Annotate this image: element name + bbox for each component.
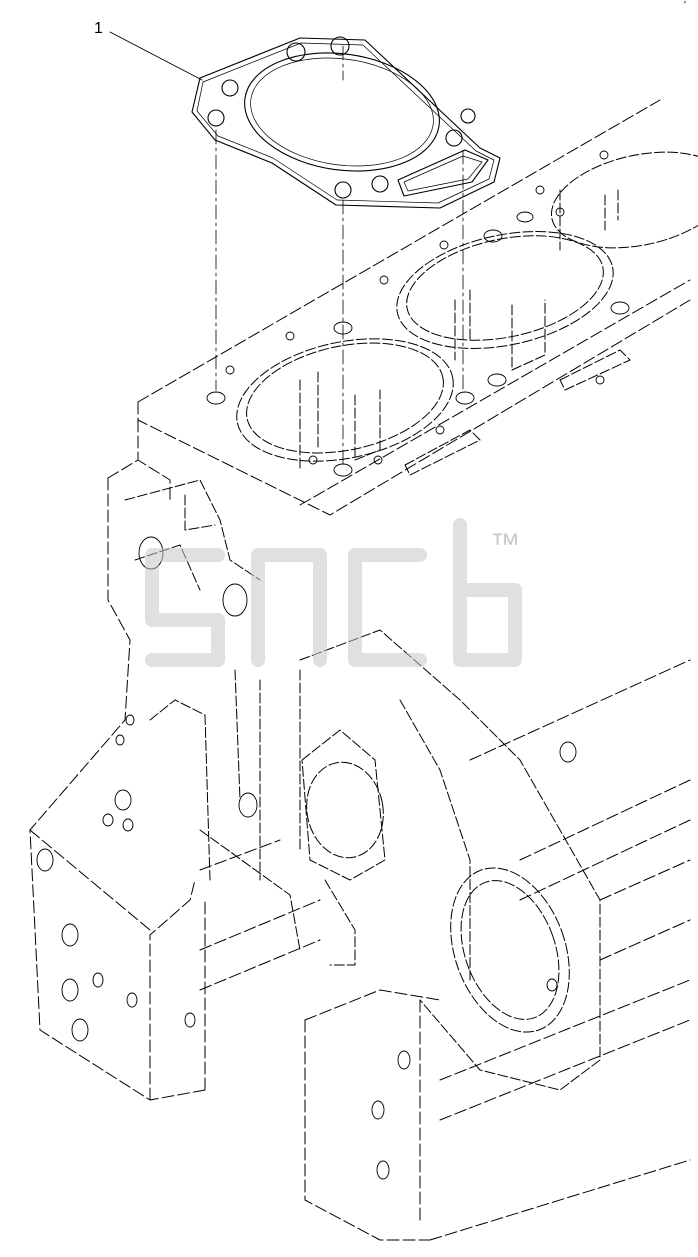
head-gasket-part (191, 36, 501, 209)
watermark-logo (145, 518, 522, 667)
engine-block-outline (29, 99, 691, 1241)
callout-number-1: 1 (94, 20, 103, 37)
callout-leader (109, 31, 203, 81)
watermark-trademark: ™ (490, 528, 520, 561)
front-housing (124, 479, 601, 1091)
deck-bolt-holes (206, 150, 630, 477)
face-bolt-holes (36, 536, 577, 1180)
corner-mark: ′ (684, 0, 686, 11)
alignment-lines (215, 45, 464, 466)
cylinder-bores (236, 151, 698, 476)
